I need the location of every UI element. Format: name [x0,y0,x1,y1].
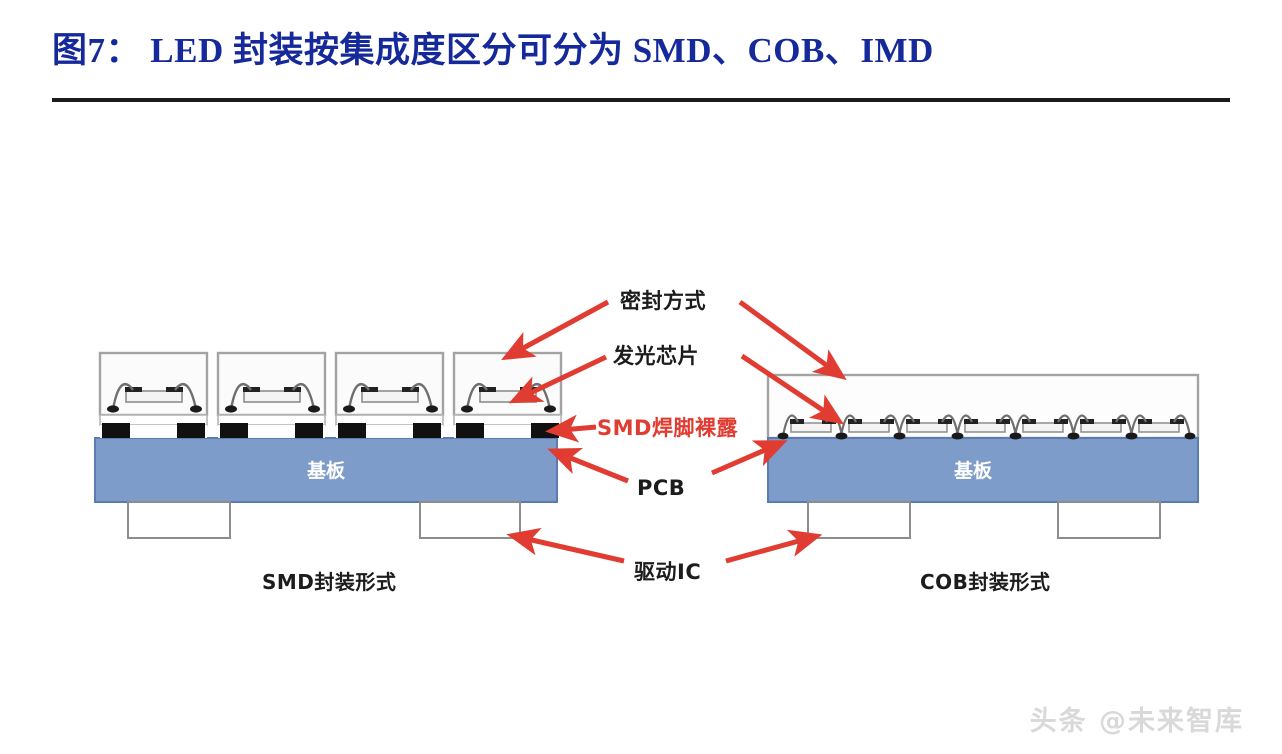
smd-diagram: 基板 [94,351,563,539]
smd-solder-pad [177,423,205,438]
smd-substrate [94,437,558,503]
wire-bond [465,383,488,410]
leader-seal-right [738,299,847,381]
wire-bond [897,414,915,437]
cob-driver-ic [1057,501,1161,539]
led-die [790,422,832,433]
smd-solder-pad [413,423,441,438]
smd-substrate-label: 基板 [306,459,346,482]
wire-bond [174,383,198,410]
callout-label-pcb: PCB [637,476,686,500]
wire-bond [111,383,134,410]
leader-seal-left [501,299,610,361]
led-die [848,422,890,433]
callout-label-driver-ic: 驱动IC [634,560,702,584]
wire-bond [955,414,973,437]
callout-leader-lines [501,299,847,564]
smd-package [334,351,445,438]
watermark: 头条 @未来智库 [1029,706,1244,737]
smd-solder-pad [338,423,366,438]
leader-pad-left [545,414,597,443]
smd-solder-pad [531,423,559,438]
cob-substrate-label: 基板 [953,459,993,482]
cob-substrate [767,437,1199,503]
leader-chip-left [508,354,608,404]
callout-label-smd-pad: SMD焊脚裸露 [597,416,738,440]
led-die [906,422,948,433]
title-divider [52,98,1230,102]
wire-bond [839,414,857,437]
wire-bond [347,383,370,410]
smd-solder-pad [102,423,130,438]
figure-header: 图7： LED 封装按集成度区分可分为 SMD、COB、IMD [52,26,1230,104]
wire-bond [229,383,252,410]
led-die [964,422,1006,433]
leader-pcb-right [711,440,788,476]
wire-bond [781,414,799,437]
wire-bond [1013,414,1031,437]
smd-driver-ic [419,501,521,539]
smd-solder-pad [456,423,484,438]
smd-package [98,351,209,438]
wire-bond [292,383,316,410]
led-die [1022,422,1064,433]
smd-solder-pad [220,423,248,438]
wire-bond [1173,414,1192,437]
smd-package [216,351,327,438]
wire-bond [410,383,434,410]
cob-diagram: 基板 [766,373,1200,539]
led-die [243,390,301,403]
wire-bond [1071,414,1089,437]
led-die [1080,422,1122,433]
led-die [1138,422,1180,433]
smd-solder-pad [295,423,323,438]
leader-pcb-left [547,447,629,484]
caption-smd: SMD封装形式 [262,570,397,594]
leader-ic-left [506,527,625,564]
led-die [125,390,183,403]
leader-chip-right [740,353,845,425]
leader-ic-right [725,529,823,564]
page-title: 图7： LED 封装按集成度区分可分为 SMD、COB、IMD [52,31,934,70]
callout-label-seal: 密封方式 [620,289,706,313]
caption-cob: COB封装形式 [920,570,1051,594]
wire-bond [1129,414,1147,437]
smd-package [452,351,563,438]
led-die [361,390,419,403]
smd-driver-ic [127,501,231,539]
cob-driver-ic [807,501,911,539]
callout-label-led-chip: 发光芯片 [613,344,699,368]
cob-chip [1125,414,1196,440]
